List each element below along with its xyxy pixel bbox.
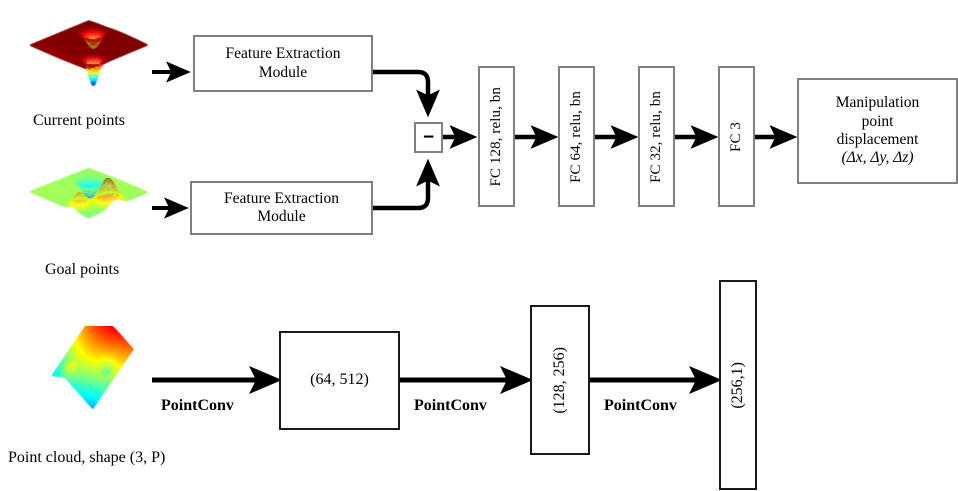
current-points-caption: Current points (33, 112, 125, 129)
fc-layer-64[interactable]: FC 64, relu, bn (558, 66, 595, 207)
pointconv-label-1: PointConv (161, 397, 234, 414)
pointconv-block-128-256[interactable]: (128, 256) (530, 305, 590, 455)
fc-layer-3[interactable]: FC 3 (718, 66, 755, 207)
pointconv-block-64-512[interactable]: (64, 512) (279, 331, 400, 430)
point-cloud-thumbnail (36, 326, 154, 450)
output-line1: Manipulation (835, 94, 920, 112)
output-line3: displacement (836, 131, 919, 148)
pointconv-block-3-label: (256,1) (728, 361, 746, 409)
fe-module-1-line2: Module (258, 63, 308, 81)
pointconv-label-3: PointConv (604, 397, 677, 414)
output-manipulation-displacement[interactable]: Manipulation point displacement (Δx, Δy,… (797, 78, 958, 184)
feature-extraction-module-1[interactable]: Feature Extraction Module (193, 35, 373, 92)
fc-layer-32[interactable]: FC 32, relu, bn (638, 66, 675, 207)
output-line4: (Δx, Δy, Δz) (841, 149, 914, 167)
minus-icon: − (422, 127, 435, 148)
pointconv-block-2-label: (128, 256) (550, 346, 568, 414)
fc-layer-128[interactable]: FC 128, relu, bn (478, 66, 515, 207)
fe-module-2-line1: Feature Extraction (224, 189, 339, 207)
fe-module-1-text: Feature Extraction Module (226, 45, 341, 82)
fc-layer-64-label: FC 64, relu, bn (567, 90, 584, 183)
subtract-operator-box[interactable]: − (414, 122, 443, 153)
pointconv-block-1-label: (64, 512) (310, 371, 369, 389)
output-box-text: Manipulation point displacement (Δx, Δy,… (836, 94, 920, 167)
fe-module-2-text: Feature Extraction Module (224, 190, 339, 227)
wire-fe-top-to-minus (373, 69, 440, 118)
fe-module-1-line1: Feature Extraction (225, 45, 341, 63)
output-line2: point (861, 112, 894, 130)
fe-module-2-line2: Module (257, 208, 306, 225)
pointconv-label-2: PointConv (414, 397, 487, 414)
point-cloud-caption: Point cloud, shape (3, P) (8, 449, 166, 466)
goal-points-cloud (22, 152, 154, 254)
fc-layer-32-label: FC 32, relu, bn (647, 90, 664, 183)
wire-fe-bottom-to-minus (373, 158, 440, 211)
goal-points-caption: Goal points (45, 261, 120, 278)
fc-layer-3-label: FC 3 (727, 121, 744, 152)
feature-extraction-module-2[interactable]: Feature Extraction Module (190, 181, 373, 235)
current-points-cloud (22, 6, 154, 106)
pointconv-block-256-1[interactable]: (256,1) (719, 280, 757, 490)
fc-layer-128-label: FC 128, relu, bn (487, 86, 504, 187)
